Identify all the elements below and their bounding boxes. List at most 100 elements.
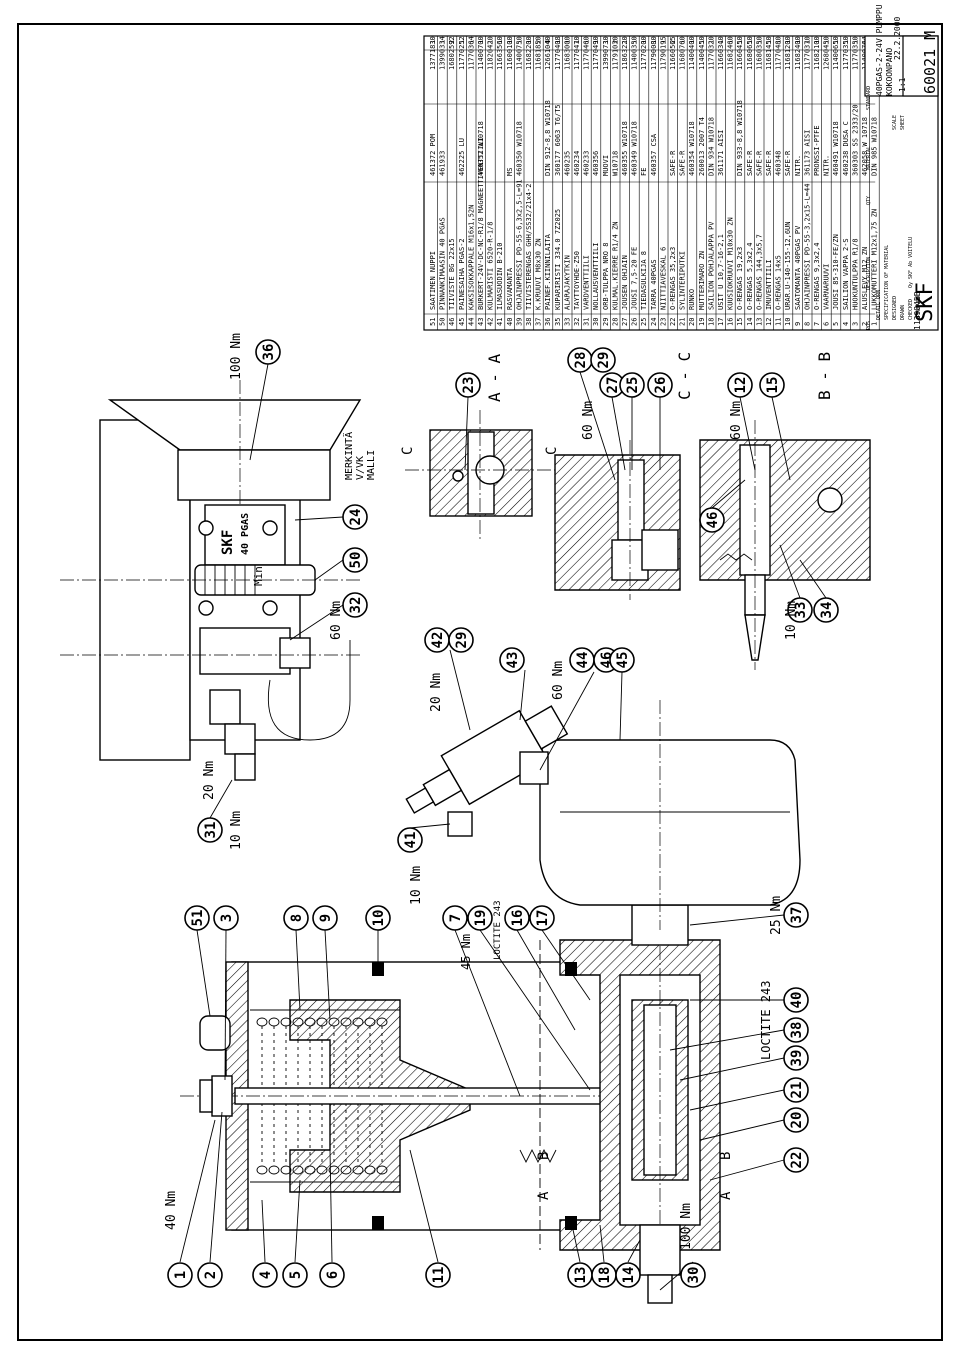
svg-text:RUNKO: RUNKO bbox=[688, 289, 696, 310]
section-mark-a-right: A bbox=[718, 1191, 734, 1200]
svg-text:11682400: 11682400 bbox=[794, 36, 802, 70]
svg-text:BURKERT-24V-DC-NC-R1/8 MAGNEET: BURKERT-24V-DC-NC-R1/8 MAGNEETTIVENTTIIL… bbox=[477, 137, 485, 310]
svg-text:1: 1 bbox=[698, 40, 706, 44]
svg-text:29: 29 bbox=[454, 632, 470, 649]
svg-text:43: 43 bbox=[505, 652, 521, 669]
svg-text:51: 51 bbox=[190, 910, 206, 927]
balloon-26: 26 bbox=[647, 372, 673, 398]
filler-fitting bbox=[199, 627, 291, 675]
svg-text:460357 CSA: 460357 CSA bbox=[650, 133, 658, 176]
balloon-36: 36 bbox=[255, 339, 281, 365]
svg-text:43: 43 bbox=[477, 318, 485, 326]
svg-text:11770470: 11770470 bbox=[573, 36, 581, 70]
svg-text:20: 20 bbox=[688, 318, 696, 326]
svg-text:SAFE-R: SAFE-R bbox=[755, 150, 763, 176]
svg-text:O-RENGAS 9,3x2,4: O-RENGAS 9,3x2,4 bbox=[813, 243, 821, 310]
washer bbox=[199, 1079, 213, 1113]
tb-checked-label: CHECKED bbox=[908, 299, 914, 320]
doc-number-box bbox=[902, 35, 939, 97]
svg-text:460352 W10718: 460352 W10718 bbox=[477, 121, 485, 176]
balloon-32: 32 bbox=[342, 592, 368, 618]
svg-text:1: 1 bbox=[506, 40, 514, 44]
svg-text:11770480: 11770480 bbox=[775, 36, 783, 70]
svg-text:11681450: 11681450 bbox=[765, 36, 773, 70]
svg-text:32: 32 bbox=[348, 597, 364, 614]
svg-text:38: 38 bbox=[525, 318, 533, 326]
drawing-date: 22.2.2000 bbox=[893, 16, 902, 60]
merkinta-line-2: MALLI bbox=[366, 450, 377, 480]
svg-text:11770460: 11770460 bbox=[583, 36, 591, 70]
merkinta-line-0: MERKINTÄ bbox=[342, 432, 355, 480]
svg-text:SAFE-R: SAFE-R bbox=[669, 150, 677, 176]
balloon-17: 17 bbox=[529, 905, 555, 931]
torque-45nm: 45 Nm bbox=[459, 934, 473, 970]
svg-text:11682460: 11682460 bbox=[727, 36, 735, 70]
company-subtitle: Oy SKF Ab VOITELU bbox=[908, 237, 914, 288]
svg-text:1: 1 bbox=[602, 40, 610, 44]
svg-text:460348: 460348 bbox=[775, 151, 783, 176]
outlet-nipple bbox=[647, 1274, 673, 1304]
svg-text:NITR.: NITR. bbox=[823, 155, 831, 176]
svg-text:36: 36 bbox=[544, 318, 552, 326]
svg-text:JOUSI 85-310-FE/ZN: JOUSI 85-310-FE/ZN bbox=[832, 234, 840, 310]
parts-row: 43 BURKERT-24V-DC-NC-R1/8 MAGNEETTIVENTTI… bbox=[477, 36, 486, 330]
svg-text:3: 3 bbox=[851, 322, 859, 326]
svg-text:TIIVISTERENGAS GHH/SS32/21x4-2: TIIVISTERENGAS GHH/SS32/21x4-2 bbox=[525, 184, 533, 310]
balloon-51: 51 bbox=[184, 905, 210, 931]
svg-text:11400450: 11400450 bbox=[698, 36, 706, 70]
svg-text:11400650: 11400650 bbox=[832, 36, 840, 70]
svg-text:6: 6 bbox=[823, 322, 831, 326]
svg-text:30: 30 bbox=[592, 318, 600, 326]
balloon-30: 30 bbox=[680, 1262, 706, 1288]
section-label-a-a: A - A bbox=[485, 353, 504, 402]
svg-text:27: 27 bbox=[621, 318, 629, 326]
svg-text:1: 1 bbox=[851, 40, 859, 44]
torque-20nm-elbow: 20 Nm bbox=[429, 673, 444, 712]
svg-text:11681200: 11681200 bbox=[784, 36, 792, 70]
svg-text:42: 42 bbox=[430, 632, 446, 649]
section-a-a-view bbox=[405, 410, 560, 540]
svg-text:NOLLAUSVENTTIILI: NOLLAUSVENTTIILI bbox=[592, 243, 600, 310]
svg-text:KULMAL.KIERRE R1/4 ZN: KULMAL.KIERRE R1/4 ZN bbox=[611, 221, 619, 310]
svg-text:5: 5 bbox=[288, 1271, 304, 1279]
balloon-3: 3 bbox=[213, 905, 239, 931]
svg-text:1: 1 bbox=[659, 40, 667, 44]
svg-text:W10718: W10718 bbox=[611, 151, 619, 176]
svg-text:12: 12 bbox=[765, 318, 773, 326]
svg-text:1: 1 bbox=[746, 40, 754, 44]
tb-sheet-label: SHEET bbox=[900, 115, 906, 130]
balloon-44: 44 bbox=[569, 647, 595, 673]
svg-text:7: 7 bbox=[813, 322, 821, 326]
balloon-18: 18 bbox=[591, 1262, 617, 1288]
svg-text:37: 37 bbox=[535, 318, 543, 326]
svg-text:44: 44 bbox=[575, 652, 591, 669]
svg-text:25: 25 bbox=[625, 377, 641, 394]
svg-text:1: 1 bbox=[467, 40, 475, 44]
svg-text:TARRA 40PGAS: TARRA 40PGAS bbox=[650, 259, 658, 310]
svg-text:33: 33 bbox=[793, 602, 809, 619]
svg-text:460234: 460234 bbox=[573, 151, 581, 176]
svg-text:33: 33 bbox=[563, 318, 571, 326]
svg-text:460349 W10718: 460349 W10718 bbox=[631, 121, 639, 176]
min-level-label: Min bbox=[252, 566, 265, 586]
svg-text:11400750: 11400750 bbox=[515, 36, 523, 70]
svg-text:28: 28 bbox=[611, 318, 619, 326]
svg-text:POS: POS bbox=[866, 321, 872, 330]
svg-text:4: 4 bbox=[544, 40, 552, 44]
balloon-8: 8 bbox=[283, 905, 309, 931]
